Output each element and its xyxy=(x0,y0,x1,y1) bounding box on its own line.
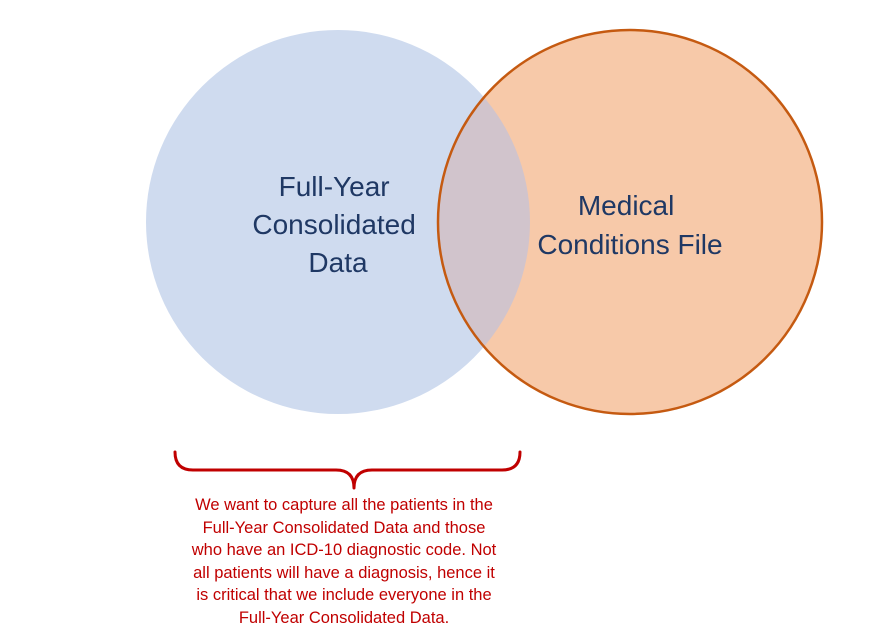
left-set-label: Full-Year Consolidated Data xyxy=(252,171,423,278)
note-line: who have an ICD-10 diagnostic code. Not xyxy=(191,541,497,559)
explanatory-note: We want to capture all the patients in t… xyxy=(160,494,528,629)
note-line: all patients will have a diagnosis, henc… xyxy=(193,563,495,582)
right-set-label-line: Conditions File xyxy=(537,229,722,260)
left-set-circle xyxy=(146,30,530,414)
right-set-label: Medical Conditions File xyxy=(537,190,722,260)
note-line: Full-Year Consolidated Data. xyxy=(238,608,450,627)
left-set-label-line: Full-Year xyxy=(279,171,390,202)
curly-brace xyxy=(173,450,522,490)
note-line: We want to capture all the patients in t… xyxy=(195,496,493,514)
right-set-outline xyxy=(436,28,824,416)
note-line: is critical that we include everyone in … xyxy=(196,586,492,604)
note-line: Full-Year Consolidated Data and those xyxy=(202,518,486,537)
right-set-circle xyxy=(438,30,822,414)
left-set-label-line: Consolidated xyxy=(252,209,415,240)
right-set-label-line: Medical xyxy=(578,190,674,221)
left-set-label-line: Data xyxy=(308,247,368,278)
